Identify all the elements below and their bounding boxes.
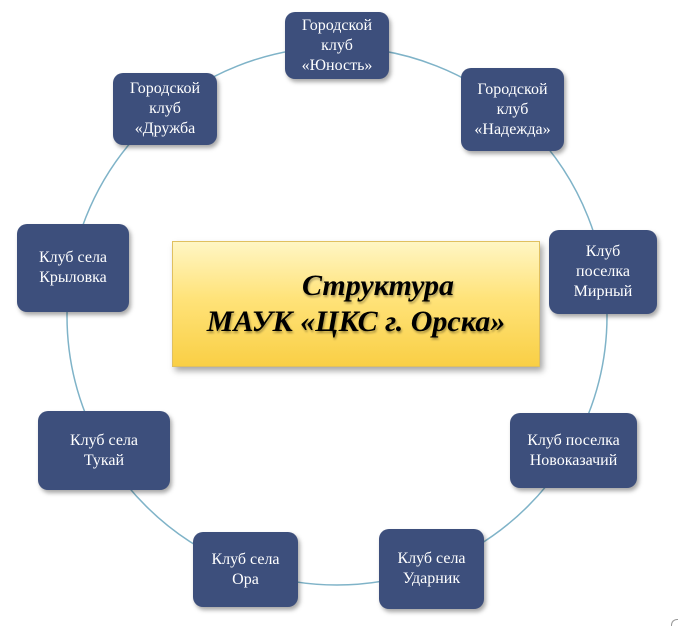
node-krylovka: Клуб села Крыловка (17, 224, 129, 312)
node-mirny: Клуб поселка Мирный (549, 230, 657, 314)
node-druzhba: Городской клуб «Дружба (113, 73, 217, 145)
center-title-box: Структура МАУК «ЦКС г. Орска» (172, 241, 540, 367)
node-nadezhda: Городской клуб «Надежда» (461, 68, 564, 151)
node-novokazachiy: Клуб поселка Новоказачий (510, 413, 637, 488)
center-title-line-1: Структура (301, 269, 454, 302)
node-tukay: Клуб села Тукай (38, 411, 170, 490)
node-ora: Клуб села Ора (193, 532, 298, 607)
node-yunost: Городской клуб «Юность» (285, 12, 389, 79)
center-title-line-2: МАУК «ЦКС г. Орска» (206, 305, 506, 338)
node-udarnik: Клуб села Ударник (379, 529, 484, 609)
corner-mark (671, 619, 678, 626)
